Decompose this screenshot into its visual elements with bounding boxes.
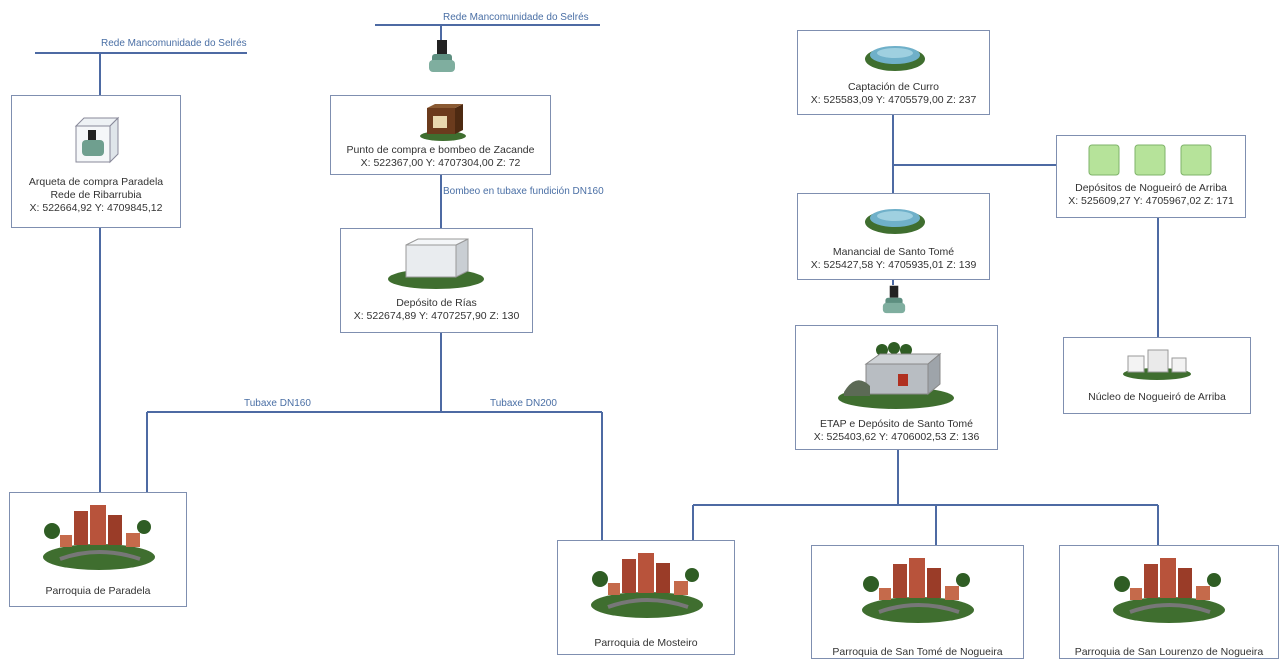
tank-building-icon — [388, 238, 484, 289]
tanks-icon — [1088, 144, 1212, 176]
depositos-name: Depósitos de Nogueiró de Arriba — [1075, 182, 1227, 194]
captacion-coords: X: 525583,09 Y: 4705579,00 Z: 237 — [810, 94, 977, 106]
punto-coords: X: 522367,00 Y: 4707304,00 Z: 72 — [360, 157, 521, 169]
node-san-lourenzo: Parroquia de San Lourenzo de Nogueira — [1059, 545, 1279, 659]
manancial-coords: X: 525427,58 Y: 4705935,01 Z: 139 — [810, 259, 977, 271]
rias-coords: X: 522674,89 Y: 4707257,90 Z: 130 — [353, 310, 520, 322]
tubaxe-dn160-label: Tubaxe DN160 — [244, 398, 311, 409]
captacion-name: Captación de Curro — [847, 81, 940, 93]
village-icon — [862, 558, 974, 623]
node-etap: ETAP e Depósito de Santo Tomé X: 525403,… — [795, 325, 998, 450]
node-paradela: Parroquia de Paradela — [9, 492, 187, 607]
depositos-coords: X: 525609,27 Y: 4705967,02 Z: 171 — [1068, 195, 1234, 207]
node-manancial: Manancial de Santo Tomé X: 525427,58 Y: … — [797, 193, 990, 280]
etap-coords: X: 525403,62 Y: 4706002,53 Z: 136 — [813, 431, 980, 443]
village-houses-icon — [1123, 349, 1191, 380]
arqueta-coords: X: 522664,92 Y: 4709845,12 — [29, 202, 163, 214]
node-deposito-rias: Depósito de Rías X: 522674,89 Y: 4707257… — [340, 228, 533, 333]
rias-name: Depósito de Rías — [396, 297, 477, 309]
arqueta-box-icon — [74, 116, 120, 164]
node-mosteiro: Parroquia de Mosteiro — [557, 540, 735, 655]
pump-house-icon — [420, 104, 466, 141]
san-lourenzo-name: Parroquia de San Lourenzo de Nogueira — [1074, 646, 1264, 658]
arqueta-name: Arqueta de compra Paradela — [28, 176, 164, 188]
arqueta-subname: Rede de Ribarrubia — [50, 189, 142, 201]
tubaxe-dn200-label: Tubaxe DN200 — [490, 398, 557, 409]
village-icon — [43, 505, 155, 570]
valve-icon — [429, 40, 455, 72]
village-icon — [1113, 558, 1225, 623]
node-san-tome: Parroquia de San Tomé de Nogueira — [811, 545, 1024, 659]
node-nucleo: Núcleo de Nogueiró de Arriba — [1063, 337, 1251, 414]
node-depositos-nogueiro: Depósitos de Nogueiró de Arriba X: 52560… — [1056, 135, 1246, 218]
mosteiro-name: Parroquia de Mosteiro — [594, 637, 698, 649]
bombeo-label: Bombeo en tubaxe fundición DN160 — [443, 186, 604, 197]
rede-label-center: Rede Mancomunidade do Selrés — [443, 12, 589, 23]
node-punto-compra: Punto de compra e bombeo de Zacande X: 5… — [330, 95, 551, 175]
etap-name: ETAP e Depósito de Santo Tomé — [820, 418, 973, 430]
manancial-name: Manancial de Santo Tomé — [832, 246, 955, 258]
node-arqueta: Arqueta de compra Paradela Rede de Ribar… — [11, 95, 181, 228]
treatment-plant-icon — [838, 342, 954, 409]
nucleo-name: Núcleo de Nogueiró de Arriba — [1088, 391, 1226, 403]
paradela-name: Parroquia de Paradela — [45, 585, 151, 597]
reservoir-icon — [865, 209, 925, 234]
village-icon — [591, 553, 703, 618]
punto-name: Punto de compra e bombeo de Zacande — [346, 144, 535, 156]
valve-icon — [882, 285, 906, 314]
san-tome-name: Parroquia de San Tomé de Nogueira — [832, 646, 1003, 658]
reservoir-icon — [865, 46, 925, 71]
node-captacion: Captación de Curro X: 525583,09 Y: 47055… — [797, 30, 990, 115]
rede-label-left: Rede Mancomunidade do Selrés — [101, 38, 247, 49]
